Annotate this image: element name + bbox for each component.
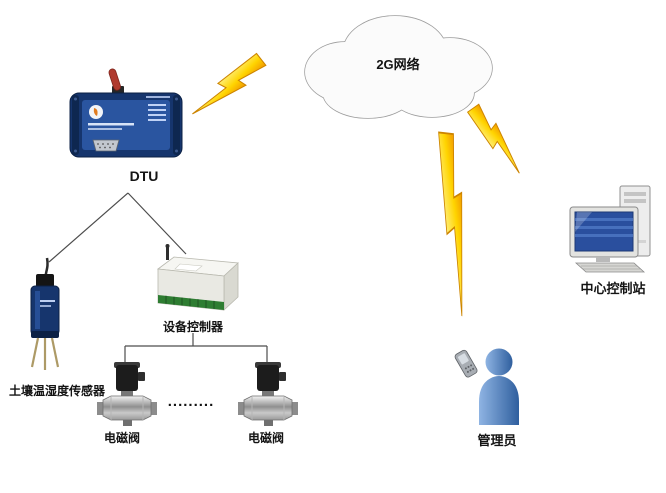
- sensor-prong: [30, 337, 40, 368]
- lightning-bolt-admin-icon: [431, 129, 480, 318]
- valve-right-label: 电磁阀: [247, 431, 285, 445]
- tower-drive-bay: [624, 192, 646, 196]
- screw: [74, 97, 77, 101]
- controller-label: 设备控制器: [162, 320, 224, 334]
- screen-glare: [575, 212, 592, 232]
- dtu-label-row: [148, 119, 166, 121]
- phone-icon: [454, 349, 478, 378]
- network-label: 2G网络: [376, 57, 420, 72]
- dtu-label-row: [148, 104, 166, 106]
- dtu-text-line: [88, 123, 134, 126]
- screw: [175, 97, 178, 101]
- sensor-text-line: [40, 305, 51, 307]
- screw: [74, 149, 77, 153]
- dtu-branch-lines: [48, 192, 187, 263]
- controller-antenna: [166, 247, 169, 260]
- admin-figure-icon: [454, 348, 519, 425]
- lightning-bolt-station-icon: [462, 102, 532, 176]
- soil-sensor-label: 土壤温湿度传感器: [8, 384, 106, 398]
- screen-line: [575, 234, 633, 237]
- sensor-highlight: [35, 291, 40, 329]
- controller-valve-lines: [124, 333, 268, 363]
- control-center-label: 中心控制站: [580, 281, 646, 296]
- cloud-fill: [390, 69, 474, 117]
- valve-ellipsis: .........: [167, 393, 215, 410]
- dtu-logo-flame: [93, 108, 98, 116]
- dtu-label-row: [148, 114, 166, 116]
- person-head: [485, 348, 513, 376]
- sensor-cap: [36, 274, 54, 287]
- terminal-separators: [165, 295, 215, 309]
- soil-sensor-icon: [30, 257, 60, 370]
- dtu-top-text: [146, 96, 170, 98]
- screw: [175, 149, 178, 153]
- dtu-end-cap: [173, 95, 180, 155]
- sensor-text-line: [40, 300, 55, 302]
- solenoid-valve-left-icon: [96, 361, 158, 427]
- keyboard: [574, 262, 646, 273]
- dtu-label: DTU: [129, 168, 159, 184]
- dtu-label-row: [148, 109, 166, 111]
- lightning-bolt-dtu-icon: [189, 48, 268, 127]
- antenna: [108, 68, 121, 91]
- monitor-stand: [596, 257, 610, 262]
- serial-port: [92, 139, 120, 152]
- cloud-shape: [304, 15, 493, 119]
- solenoid-valve-right-icon: [237, 361, 299, 427]
- dtu-end-cap: [72, 95, 79, 155]
- controller-icon: [156, 244, 239, 311]
- cloud-fill: [323, 68, 413, 118]
- person-body: [479, 376, 519, 425]
- admin-label: 管理员: [477, 433, 517, 448]
- screen-line: [575, 226, 633, 229]
- controller-sticker: [174, 263, 203, 272]
- tower-drive-bay: [624, 199, 646, 203]
- control-center-icon: [569, 185, 651, 273]
- dtu-text-line: [88, 128, 122, 130]
- screen-line: [575, 218, 633, 221]
- sensor-prong: [50, 337, 60, 368]
- valve-left-label: 电磁阀: [103, 431, 141, 445]
- dtu-device-icon: [69, 68, 183, 158]
- terminal-strip: [158, 295, 224, 310]
- sensor-collar: [31, 331, 59, 338]
